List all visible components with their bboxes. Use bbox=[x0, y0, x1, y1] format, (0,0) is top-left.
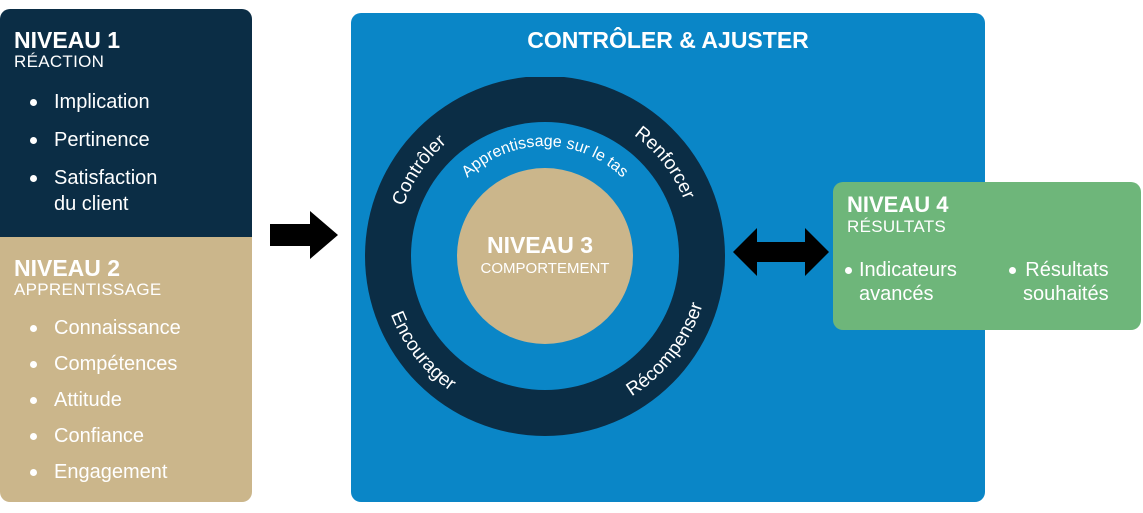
level4-item: Indicateurs avancés bbox=[845, 258, 957, 306]
level2-item: Confiance bbox=[14, 423, 252, 449]
level2-item: Attitude bbox=[14, 387, 252, 413]
level3-title: NIVEAU 3 bbox=[487, 232, 593, 258]
arrow-right-icon bbox=[270, 211, 338, 259]
level1-title: NIVEAU 1 bbox=[14, 27, 121, 53]
level1-subtitle: RÉACTION bbox=[14, 52, 105, 71]
control-adjust-title: CONTRÔLER & AJUSTER bbox=[527, 27, 809, 53]
level4-panel: NIVEAU 4 RÉSULTATS Indicateurs avancés R… bbox=[833, 182, 1141, 330]
level4-item-line: souhaités bbox=[1023, 283, 1109, 305]
level2-subtitle: APPRENTISSAGE bbox=[14, 280, 162, 299]
level2-item: Engagement bbox=[14, 459, 252, 485]
level1-item: Satisfaction du client bbox=[14, 165, 252, 217]
level4-item-line: Indicateurs bbox=[859, 259, 957, 281]
double-arrow-icon bbox=[733, 228, 829, 276]
center-circle bbox=[457, 168, 633, 344]
level3-subtitle: COMPORTEMENT bbox=[481, 260, 610, 277]
level4-item-line: Résultats bbox=[1025, 259, 1109, 281]
level4-item: Résultats souhaités bbox=[1009, 258, 1109, 306]
level1-item: Pertinence bbox=[14, 127, 252, 153]
level4-title: NIVEAU 4 bbox=[847, 192, 949, 217]
level1-list: Implication Pertinence Satisfaction du c… bbox=[14, 89, 252, 217]
level2-item: Connaissance bbox=[14, 315, 252, 341]
level1-item-line: Satisfaction bbox=[54, 167, 158, 189]
level2-title: NIVEAU 2 bbox=[14, 255, 121, 281]
level2-item: Compétences bbox=[14, 351, 252, 377]
level1-item-line: du client bbox=[54, 193, 129, 215]
level4-subtitle: RÉSULTATS bbox=[847, 217, 947, 236]
level2-panel: NIVEAU 2 APPRENTISSAGE Connaissance Comp… bbox=[0, 237, 252, 502]
level4-item-line: avancés bbox=[859, 283, 934, 305]
level1-item: Implication bbox=[14, 89, 252, 115]
behavior-ring-diagram: Contrôler Renforcer Encourager Récompens… bbox=[365, 77, 725, 436]
level2-list: Connaissance Compétences Attitude Confia… bbox=[14, 315, 252, 485]
level1-panel: NIVEAU 1 RÉACTION Implication Pertinence… bbox=[0, 9, 252, 237]
